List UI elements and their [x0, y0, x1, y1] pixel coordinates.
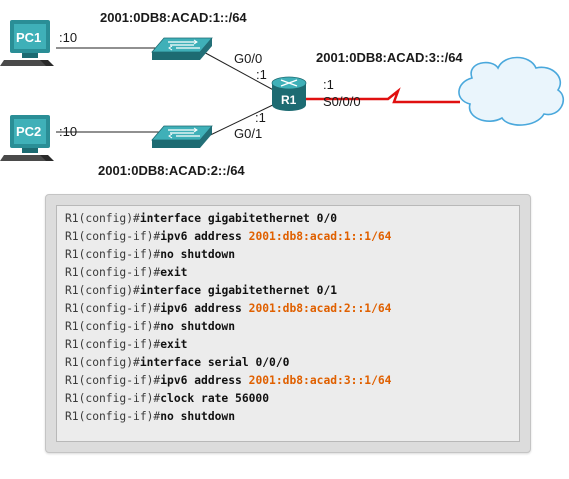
config-panel: R1(config)#interface gigabitethernet 0/0…	[45, 194, 531, 453]
cli-command: clock rate 56000	[160, 392, 270, 405]
config-line: R1(config-if)#exit	[65, 264, 391, 282]
cli-prompt: R1(config-if)#	[65, 338, 161, 351]
cli-argument: 2001:db8:acad:3::1/64	[248, 374, 392, 387]
cli-argument: 2001:db8:acad:2::1/64	[248, 302, 392, 315]
switch1-icon	[151, 37, 213, 60]
config-line: R1(config-if)#ipv6 address 2001:db8:acad…	[65, 372, 391, 390]
cli-prompt: R1(config-if)#	[65, 320, 161, 333]
cli-command: interface gigabitethernet 0/0	[139, 212, 338, 225]
router-icon	[271, 76, 307, 111]
config-commands: R1(config)#interface gigabitethernet 0/0…	[65, 210, 391, 426]
config-line: R1(config-if)#no shutdown	[65, 246, 391, 264]
cli-prompt: R1(config-if)#	[65, 230, 161, 243]
pc1-icon	[0, 20, 54, 66]
g00-interface-label: G0/0	[234, 51, 262, 66]
lan1-prefix: 2001:0DB8:ACAD:1::/64	[100, 10, 247, 25]
g01-host-id: :1	[255, 110, 266, 125]
cli-command: interface serial 0/0/0	[139, 356, 290, 369]
router-label: R1	[281, 93, 297, 107]
pc2-label: PC2	[16, 124, 41, 139]
config-line: R1(config)#interface gigabitethernet 0/0	[65, 210, 391, 228]
pc1-host-id: :10	[59, 30, 77, 45]
cli-command: exit	[160, 266, 188, 279]
cli-command: ipv6 address	[160, 374, 249, 387]
s000-interface-label: S0/0/0	[323, 94, 361, 109]
g01-interface-label: G0/1	[234, 126, 262, 141]
pc1-label: PC1	[16, 30, 41, 45]
config-line: R1(config-if)#no shutdown	[65, 408, 391, 426]
cli-prompt: R1(config-if)#	[65, 266, 161, 279]
pc2-icon	[0, 115, 54, 161]
cli-argument: 2001:db8:acad:1::1/64	[248, 230, 392, 243]
cli-command: no shutdown	[160, 320, 236, 333]
serial-link	[300, 87, 460, 104]
config-line: R1(config-if)#ipv6 address 2001:db8:acad…	[65, 300, 391, 318]
cli-prompt: R1(config)#	[65, 356, 140, 369]
link-switch1-router	[199, 49, 280, 94]
cli-prompt: R1(config-if)#	[65, 302, 161, 315]
wan-prefix: 2001:0DB8:ACAD:3::/64	[316, 50, 463, 65]
config-line: R1(config-if)#clock rate 56000	[65, 390, 391, 408]
network-topology: PC1 :10 PC2 :10 2001:0DB8:ACAD:1::/64 20…	[0, 10, 564, 178]
config-line: R1(config-if)#ipv6 address 2001:db8:acad…	[65, 228, 391, 246]
cli-prompt: R1(config)#	[65, 212, 140, 225]
g00-host-id: :1	[256, 67, 267, 82]
cli-command: no shutdown	[160, 248, 236, 261]
s000-host-id: :1	[323, 77, 334, 92]
config-line: R1(config-if)#exit	[65, 336, 391, 354]
cli-command: no shutdown	[160, 410, 236, 423]
config-line: R1(config)#interface gigabitethernet 0/1	[65, 282, 391, 300]
cli-prompt: R1(config-if)#	[65, 410, 161, 423]
cli-prompt: R1(config)#	[65, 284, 140, 297]
cli-prompt: R1(config-if)#	[65, 392, 161, 405]
link-switch2-router	[199, 101, 280, 141]
config-line: R1(config-if)#no shutdown	[65, 318, 391, 336]
switch2-icon	[151, 125, 213, 148]
lan2-prefix: 2001:0DB8:ACAD:2::/64	[98, 163, 245, 178]
cli-prompt: R1(config-if)#	[65, 374, 161, 387]
config-line: R1(config)#interface serial 0/0/0	[65, 354, 391, 372]
cli-command: ipv6 address	[160, 230, 249, 243]
config-terminal: R1(config)#interface gigabitethernet 0/0…	[56, 205, 520, 442]
cli-command: exit	[160, 338, 188, 351]
cli-command: ipv6 address	[160, 302, 249, 315]
cli-command: interface gigabitethernet 0/1	[139, 284, 338, 297]
pc2-host-id: :10	[59, 124, 77, 139]
cli-prompt: R1(config-if)#	[65, 248, 161, 261]
wan-cloud-icon	[458, 56, 564, 126]
